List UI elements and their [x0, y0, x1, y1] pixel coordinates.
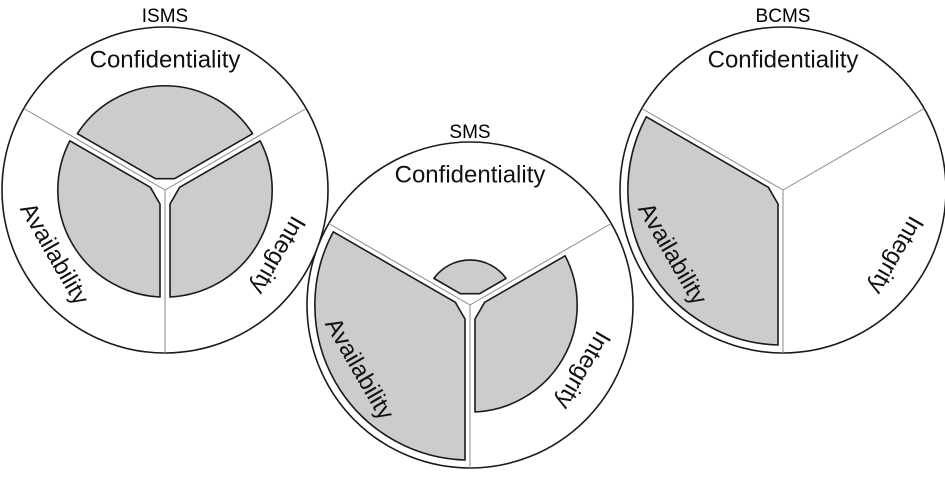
- isms-title: ISMS: [142, 6, 188, 27]
- isms-integrity-fill: [169, 140, 273, 298]
- isms-confidentiality-fill: [76, 85, 254, 180]
- bcms-title: BCMS: [756, 6, 811, 27]
- bcms-availability-fill: [627, 116, 779, 346]
- sms-integrity-fill: [474, 255, 578, 413]
- sms-divider-2: [469, 223, 612, 306]
- bcms-divider-1: [641, 108, 784, 191]
- isms-confidentiality-label: Confidentiality: [90, 46, 241, 73]
- sms-availability-fill: [314, 231, 466, 461]
- isms-divider-2: [164, 108, 307, 191]
- bcms-divider-2: [782, 108, 925, 191]
- sms-title: SMS: [449, 122, 490, 143]
- sms-divider-1: [328, 223, 471, 306]
- isms-divider-1: [23, 108, 166, 191]
- sms-confidentiality-label: Confidentiality: [395, 161, 546, 188]
- sms-confidentiality-fill: [433, 259, 507, 295]
- bcms-confidentiality-label: Confidentiality: [708, 46, 859, 73]
- isms-availability-fill: [57, 140, 161, 298]
